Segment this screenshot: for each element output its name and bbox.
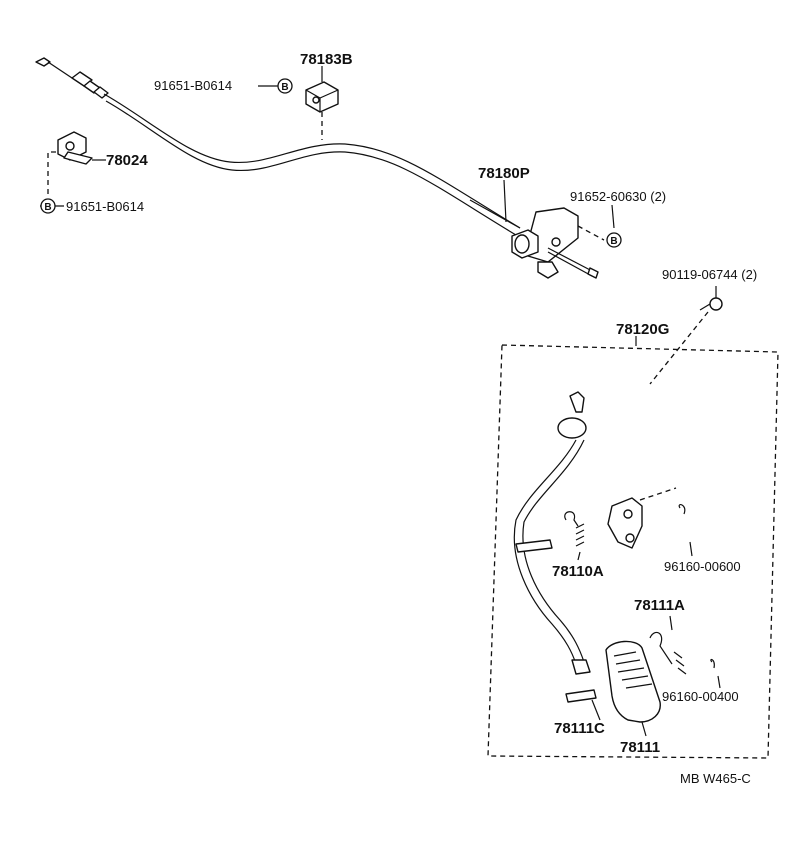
label-78111a: 78111A bbox=[634, 597, 685, 614]
label-91651-left: 91651-B0614 bbox=[66, 199, 144, 214]
label-78111: 78111 bbox=[620, 739, 660, 756]
label-90119: 90119-06744 (2) bbox=[662, 267, 757, 282]
leader-lines bbox=[40, 85, 721, 737]
spring-78110a bbox=[564, 511, 585, 547]
label-96160-00400: 96160-00400 bbox=[662, 689, 739, 704]
pedal-pad-78111 bbox=[605, 640, 661, 723]
badge-b-left: B bbox=[40, 198, 56, 214]
assembly-box-78120g bbox=[487, 336, 779, 759]
svg-text:B: B bbox=[610, 236, 617, 247]
pedal-lever bbox=[513, 391, 591, 675]
label-91651-top: 91651-B0614 bbox=[154, 78, 232, 93]
accelerator-cable bbox=[35, 57, 521, 236]
label-78183b: 78183B bbox=[300, 51, 353, 68]
label-78120g: 78120G bbox=[616, 321, 669, 338]
badge-b-right: B bbox=[606, 232, 622, 248]
svg-text:B: B bbox=[281, 82, 288, 93]
clamp-78024 bbox=[47, 131, 106, 198]
spring-78111a bbox=[649, 631, 715, 675]
pin-78111c bbox=[565, 689, 597, 703]
bolt-90119 bbox=[649, 297, 723, 385]
bracket-78183b bbox=[305, 66, 339, 140]
pivot-bracket bbox=[607, 487, 686, 549]
badge-b-top: B bbox=[277, 78, 293, 94]
label-96160-00600: 96160-00600 bbox=[664, 559, 741, 574]
diagram-code: MB W465-C bbox=[680, 771, 751, 786]
label-78111c: 78111C bbox=[554, 720, 605, 737]
label-78024: 78024 bbox=[106, 152, 148, 169]
cable-bracket bbox=[511, 207, 605, 279]
svg-text:B: B bbox=[44, 202, 51, 213]
label-78110a: 78110A bbox=[552, 563, 604, 580]
label-78180p: 78180P bbox=[478, 165, 530, 182]
label-91652: 91652-60630 (2) bbox=[570, 189, 666, 204]
